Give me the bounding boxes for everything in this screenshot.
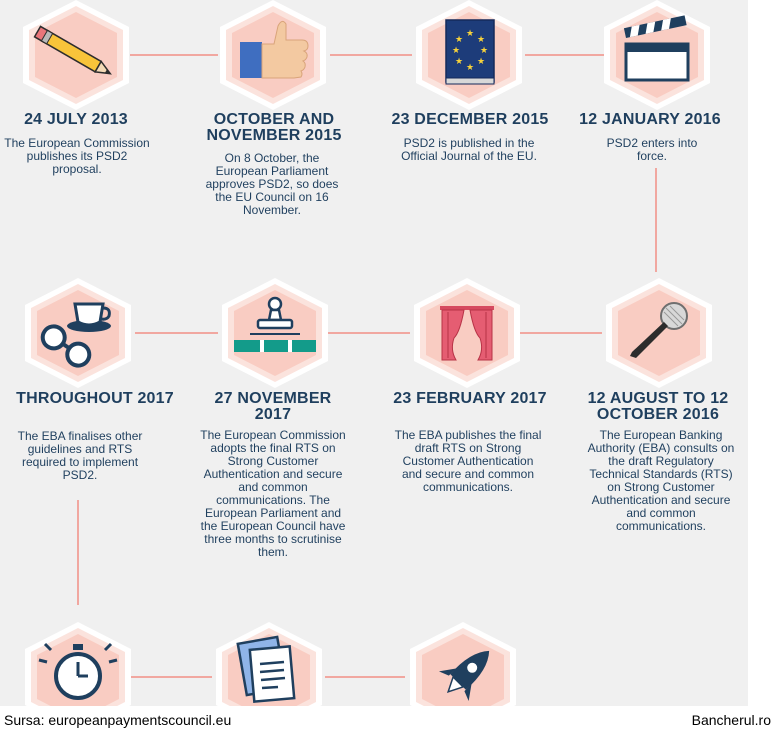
coffee-glasses-icon — [40, 302, 111, 368]
milestone-hexagon — [218, 276, 332, 390]
milestone-description: The European Commission publishes its PS… — [4, 136, 150, 176]
milestone-date: 24 JULY 2013 — [24, 111, 128, 128]
thumbs-up-icon — [240, 20, 309, 79]
milestone-hexagon — [21, 276, 135, 390]
clapperboard-icon — [623, 15, 690, 82]
milestone-description: The EBA publishes the final draft RTS on… — [394, 428, 542, 494]
milestone-date: 23 DECEMBER 2015 — [391, 111, 549, 128]
svg-text:★: ★ — [477, 57, 485, 67]
milestone-hexagon — [602, 276, 716, 390]
milestone-description: On 8 October, the European Parliament ap… — [205, 151, 339, 217]
svg-text:★: ★ — [455, 35, 463, 45]
milestone-hexagon — [406, 620, 520, 706]
svg-text:★: ★ — [466, 63, 474, 73]
stamp-icon — [234, 296, 316, 352]
milestone-date: 12 JANUARY 2016 — [579, 111, 721, 128]
milestone-date: OCTOBER AND NOVEMBER 2015 — [206, 111, 342, 144]
milestone-description: The European Banking Authority (EBA) con… — [587, 428, 735, 533]
milestone-hexagon — [21, 620, 135, 706]
milestone-hexagon — [212, 620, 326, 706]
brand-credit: Bancherul.ro — [691, 712, 771, 728]
milestone-date: 12 AUGUST TO 12 OCTOBER 2016 — [587, 390, 729, 423]
milestone-description: The EBA finalises other guidelines and R… — [17, 429, 143, 482]
timeline-connectors — [77, 54, 657, 678]
milestone-description: PSD2 enters into force. — [606, 136, 698, 163]
svg-text:★: ★ — [466, 29, 474, 39]
milestone-description: PSD2 is published in the Official Journa… — [401, 136, 537, 163]
eu-book-icon: ★ ★ ★ ★ ★ ★ ★ ★ — [445, 19, 495, 85]
milestone-hexagon — [410, 276, 524, 390]
curtains-icon — [440, 306, 494, 361]
stopwatch-icon — [38, 642, 118, 700]
milestone-hexagon — [216, 0, 330, 112]
microphone-icon — [630, 302, 688, 358]
milestone-description: The European Commission adopts the final… — [200, 428, 346, 559]
source-credit: Sursa: europeanpaymentscouncil.eu — [4, 712, 232, 728]
pencil-icon — [33, 25, 112, 75]
milestone-hexagon — [19, 0, 133, 112]
milestone-hexagon: ★ ★ ★ ★ ★ ★ ★ ★ — [412, 0, 526, 112]
documents-icon — [236, 635, 296, 703]
svg-text:★: ★ — [455, 57, 463, 67]
svg-text:★: ★ — [480, 46, 488, 56]
milestone-date: THROUGHOUT 2017 — [16, 390, 174, 407]
milestone-date: 23 FEBRUARY 2017 — [393, 390, 547, 407]
milestone-date: 27 NOVEMBER 2017 — [214, 390, 332, 423]
rocket-icon — [438, 650, 490, 702]
milestone-hexagon — [600, 0, 714, 112]
svg-text:★: ★ — [477, 35, 485, 45]
svg-text:★: ★ — [452, 46, 460, 56]
timeline-panel: ★ ★ ★ ★ ★ ★ ★ ★ — [0, 0, 748, 706]
